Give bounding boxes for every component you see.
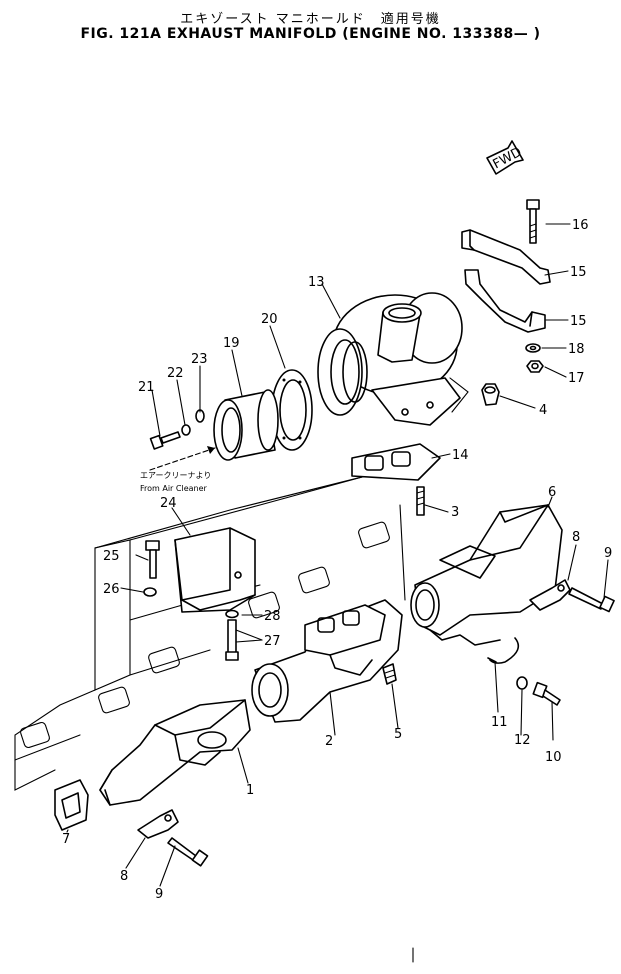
- part-15-lower-clamp: [464, 269, 546, 333]
- callout-25: 25: [103, 549, 120, 564]
- callout-22: 22: [167, 366, 184, 381]
- leader-lines: [66, 223, 609, 887]
- air-cleaner-note-english: From Air Cleaner: [140, 484, 208, 493]
- callout-10: 10: [545, 750, 562, 765]
- part-9-bolt-left: [167, 837, 209, 867]
- callout-14: 14: [452, 448, 469, 463]
- part-17-nut: [526, 360, 544, 373]
- callout-26: 26: [103, 582, 120, 597]
- callout-7: 7: [62, 832, 70, 847]
- part-13-turbocharger: [317, 292, 469, 426]
- callout-5: 5: [394, 727, 402, 742]
- part-1-manifold-section: [99, 699, 251, 806]
- part-21-bolt: [149, 431, 181, 450]
- part-15-upper-clamp: [461, 229, 551, 285]
- part-28-washer: [225, 609, 239, 619]
- part-10-bolt: [532, 681, 561, 706]
- callout-numbers: 16 15 15 18 17 4 13 20 19 23 22 21 14 3 …: [62, 218, 612, 902]
- air-cleaner-note: エアークリーナより From Air Cleaner: [140, 471, 211, 493]
- part-6-manifold-section: [410, 504, 563, 646]
- callout-11: 11: [491, 715, 508, 730]
- figure-title-japanese: エキゾースト マニホールド 適用号機: [180, 12, 441, 27]
- part-9-bolt-right: [568, 587, 615, 613]
- callout-15: 15: [570, 265, 587, 280]
- callout-24: 24: [160, 496, 177, 511]
- part-12-washer: [516, 676, 528, 690]
- part-26-washer: [143, 587, 157, 597]
- callout-4: 4: [539, 403, 547, 418]
- part-7-gasket: [54, 779, 89, 831]
- callout-20: 20: [261, 312, 278, 327]
- part-14-gasket: [351, 443, 441, 481]
- part-4-nut: [481, 383, 500, 406]
- callout-19: 19: [223, 336, 240, 351]
- part-20-gasket: [271, 369, 313, 451]
- part-24-bracket: [174, 527, 256, 613]
- part-16-bolt: [526, 199, 540, 244]
- callout-6: 6: [548, 485, 556, 500]
- callout-23: 23: [191, 352, 208, 367]
- callout-8: 8: [572, 530, 580, 545]
- callout-9: 9: [604, 546, 612, 561]
- part-22-washer: [181, 424, 191, 436]
- part-18-washer: [525, 343, 541, 353]
- callout-27: 27: [264, 634, 281, 649]
- callout-28: 28: [264, 609, 281, 624]
- part-8-clip-right: [529, 579, 571, 611]
- part-27-bolt: [225, 619, 239, 661]
- forward-direction-arrow: FWD: [486, 140, 524, 175]
- callout-13: 13: [308, 275, 325, 290]
- part-11-clip: [487, 637, 520, 664]
- part-3-stud: [416, 486, 425, 516]
- part-8-clip-left: [137, 809, 179, 839]
- callout-17: 17: [568, 371, 585, 386]
- part-2-manifold-section: [251, 599, 403, 723]
- figure-title: FIG. 121A EXHAUST MANIFOLD (ENGINE NO. 1…: [80, 26, 541, 42]
- part-25-bolt: [145, 540, 160, 579]
- callout-3: 3: [451, 505, 459, 520]
- callout-2: 2: [325, 734, 333, 749]
- part-19-connector: [213, 389, 279, 461]
- callout-12: 12: [514, 733, 531, 748]
- air-cleaner-arrow: [149, 446, 216, 471]
- air-cleaner-note-japanese: エアークリーナより: [140, 471, 211, 480]
- callout-8: 8: [120, 869, 128, 884]
- callout-21: 21: [138, 380, 155, 395]
- part-5-plug: [382, 663, 397, 685]
- callout-9: 9: [155, 887, 163, 902]
- callout-15: 15: [570, 314, 587, 329]
- callout-1: 1: [246, 783, 254, 798]
- callout-16: 16: [572, 218, 589, 233]
- callout-18: 18: [568, 342, 585, 357]
